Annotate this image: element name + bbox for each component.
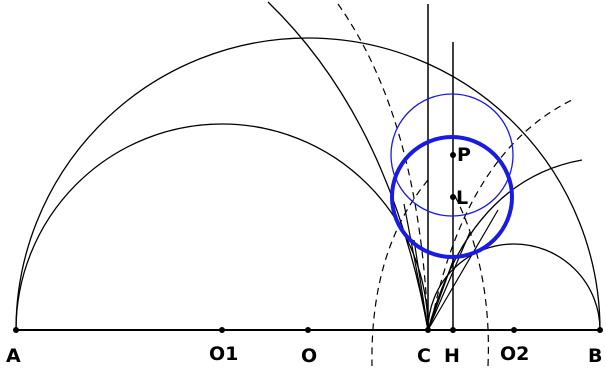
label-b: B <box>588 345 602 366</box>
arc-centered-a <box>267 1 429 331</box>
fan-line-2 <box>413 239 429 331</box>
point-a <box>13 327 19 333</box>
label-a: A <box>6 345 21 366</box>
fan-line-1 <box>403 203 429 331</box>
label-l: L <box>456 187 468 209</box>
point-o1 <box>219 327 225 333</box>
label-o1: O1 <box>209 343 238 365</box>
semicircle-ab <box>15 37 601 331</box>
fan-line-3 <box>427 257 455 331</box>
semicircle-ac <box>15 123 429 331</box>
label-o2: O2 <box>500 343 529 365</box>
point-h <box>450 327 456 333</box>
point-b <box>597 327 603 333</box>
fan-line-5 <box>427 209 499 331</box>
blue-circle-thin <box>390 93 514 217</box>
point-c <box>425 327 431 333</box>
dashed-arc-left <box>371 179 429 367</box>
dashed-arc-right <box>433 99 573 311</box>
point-l <box>450 194 456 200</box>
arc-centered-b <box>427 159 583 331</box>
label-p: P <box>457 144 471 166</box>
dashed-arc-upper <box>337 3 429 331</box>
point-o <box>305 327 311 333</box>
fan-line-4 <box>427 231 471 331</box>
blue-circle-thick <box>390 135 514 259</box>
semicircle-cb <box>427 243 601 331</box>
point-o2 <box>511 327 517 333</box>
label-o: O <box>301 345 317 366</box>
label-c: C <box>417 345 431 366</box>
point-p <box>450 152 456 158</box>
label-h: H <box>444 345 460 366</box>
dashed-arc-right-lower <box>454 195 489 367</box>
